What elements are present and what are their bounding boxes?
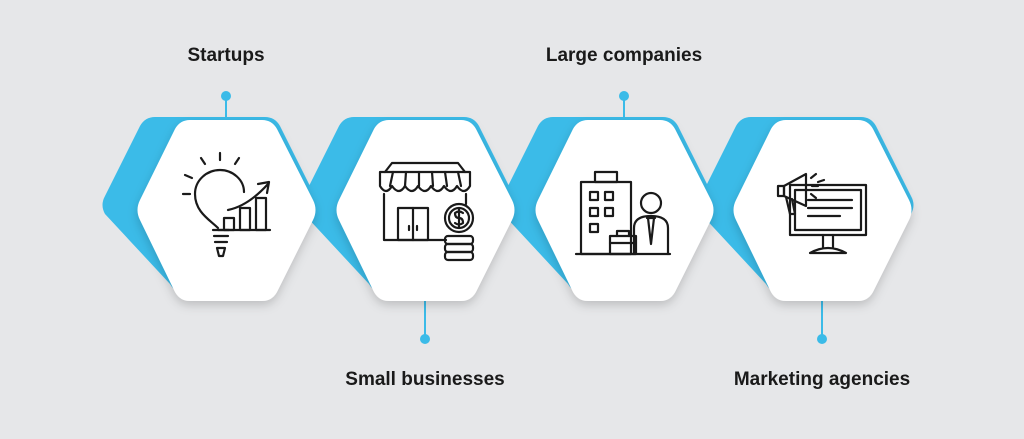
label-marketing-agencies: Marketing agencies xyxy=(733,369,911,390)
connector-small-businesses xyxy=(420,295,430,344)
label-large-companies: Large companies xyxy=(545,45,703,66)
hexagon-large-companies xyxy=(535,120,714,301)
lightbulb-growth-chart-icon xyxy=(181,151,272,258)
hexagon-startups xyxy=(137,120,316,301)
storefront-coins-icon xyxy=(378,161,475,262)
hexagon-small-businesses xyxy=(336,120,515,301)
label-small-businesses: Small businesses xyxy=(345,369,505,390)
hexagon-marketing-agencies xyxy=(733,120,912,301)
connector-marketing-agencies xyxy=(817,295,827,344)
label-startups: Startups xyxy=(187,45,265,66)
office-building-businessman-icon xyxy=(574,170,672,256)
megaphone-monitor-icon xyxy=(776,172,868,255)
